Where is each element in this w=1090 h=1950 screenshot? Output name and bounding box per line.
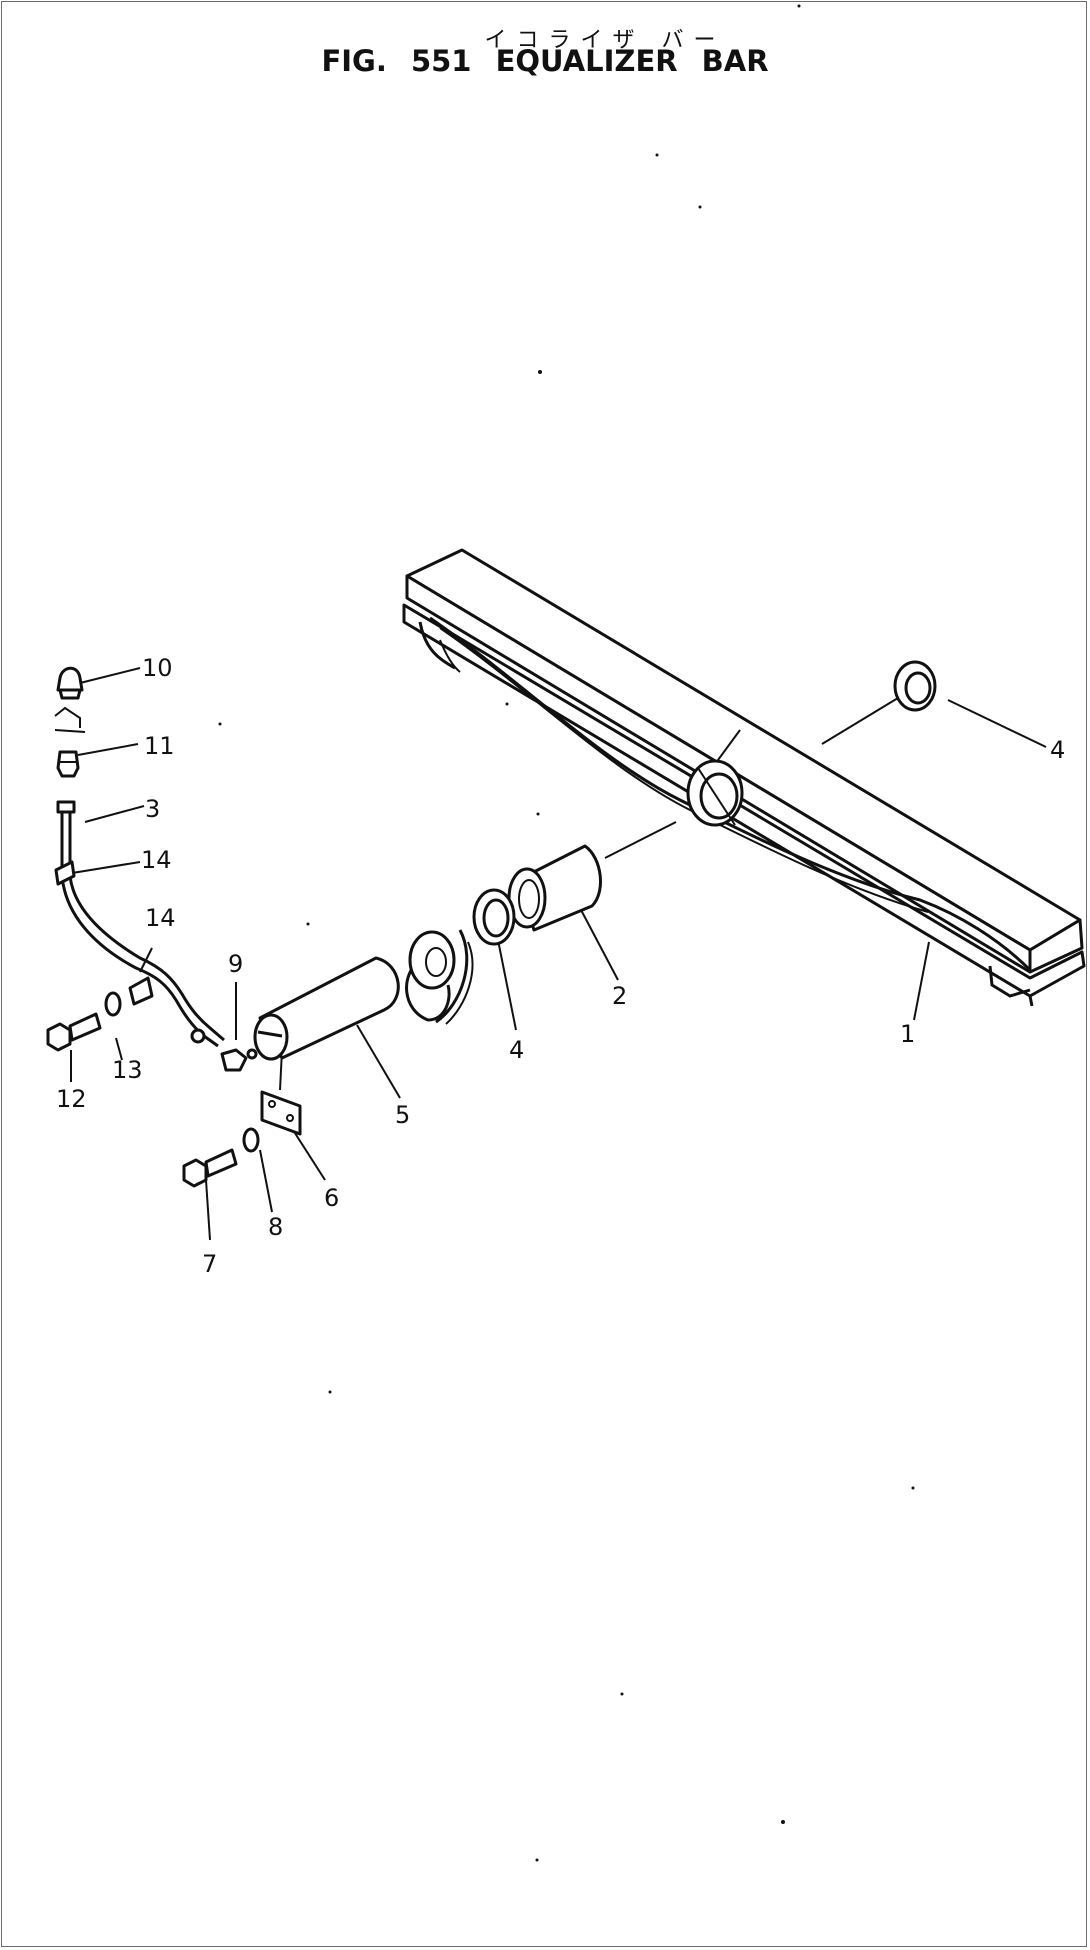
part-10-cap xyxy=(56,666,84,700)
callout-12: 12 xyxy=(56,1085,87,1113)
callout-5: 5 xyxy=(395,1101,410,1129)
part-14-clip-upper xyxy=(54,860,76,886)
callout-3: 3 xyxy=(145,795,160,823)
spacer-bracket xyxy=(54,706,86,733)
figure-title: FIG. 551 EQUALIZER BAR xyxy=(321,44,769,78)
scan-dots xyxy=(218,4,915,1862)
part-3-grease-tube xyxy=(56,800,225,1048)
part-6-lock-plate xyxy=(260,1090,302,1136)
part-9-fitting xyxy=(220,1048,258,1072)
part-2-bushing xyxy=(507,844,602,932)
callout-6: 6 xyxy=(324,1184,339,1212)
part-1-equalizer-beam xyxy=(402,548,1086,1007)
part-4-seal-upper xyxy=(893,660,937,712)
part-4-seal-lower xyxy=(472,888,516,946)
callout-8: 8 xyxy=(268,1213,283,1241)
part-13-washer xyxy=(104,991,122,1017)
callout-14-upper: 14 xyxy=(141,846,172,874)
figure-title-japanese: イコライザ バー xyxy=(484,28,726,53)
callout-13: 13 xyxy=(112,1056,143,1084)
part-14-clip-lower xyxy=(128,976,154,1006)
callout-1: 1 xyxy=(900,1020,915,1048)
part-8-washer xyxy=(242,1127,260,1153)
callout-4-lower: 4 xyxy=(509,1036,524,1064)
part-7-bolt xyxy=(182,1148,238,1188)
part-11-nipple xyxy=(56,750,80,778)
callout-9: 9 xyxy=(228,950,243,978)
part-5-pin xyxy=(253,956,400,1061)
part-12-bolt xyxy=(46,1012,102,1052)
spacer-washer xyxy=(405,929,474,1025)
callout-11: 11 xyxy=(144,732,175,760)
callout-7: 7 xyxy=(202,1250,217,1278)
callout-4-upper: 4 xyxy=(1050,736,1065,764)
callout-2: 2 xyxy=(612,982,627,1010)
callout-14-lower: 14 xyxy=(145,904,176,932)
callout-10: 10 xyxy=(142,654,173,682)
